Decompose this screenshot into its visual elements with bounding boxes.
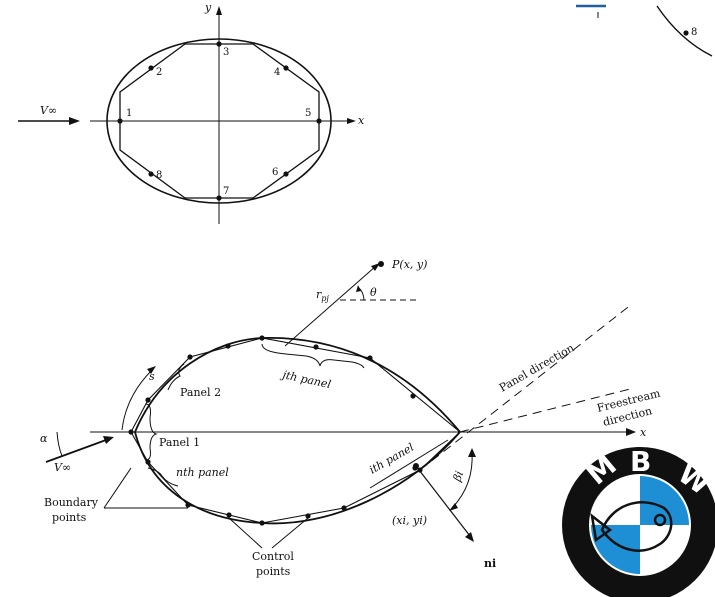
bottom-figure: x P(x, y) rpj θ jth panel bbox=[40, 258, 662, 578]
boundary-point bbox=[367, 355, 373, 361]
boundary-label-1: Boundary bbox=[44, 496, 99, 509]
panel-1-brace bbox=[145, 403, 158, 461]
control-point-6 bbox=[283, 171, 289, 177]
point-label-2: 2 bbox=[156, 67, 162, 78]
boundary-point bbox=[128, 429, 134, 435]
ith-panel-label: ith panel bbox=[367, 440, 417, 476]
point-label-6: 6 bbox=[272, 167, 278, 178]
control-point bbox=[225, 343, 231, 349]
boundary-point bbox=[259, 520, 265, 526]
fragment-point bbox=[683, 30, 689, 36]
control-point bbox=[410, 393, 416, 399]
panel-direction-label: Panel direction bbox=[497, 341, 576, 394]
cropped-fragment: 8 bbox=[576, 4, 713, 57]
point-label-5: 5 bbox=[305, 108, 311, 119]
alpha-arc bbox=[56, 431, 63, 457]
panel-polygon bbox=[130, 337, 461, 524]
point-label-1: 1 bbox=[126, 108, 132, 119]
logo-blue-quadrant bbox=[640, 476, 689, 525]
panel-2-brace bbox=[167, 363, 185, 391]
top-freestream-label: V∞ bbox=[40, 104, 57, 117]
alpha-label: α bbox=[40, 432, 48, 445]
top-x-arrowhead bbox=[347, 118, 356, 124]
normal-arrowhead bbox=[465, 532, 474, 542]
octagon-panels bbox=[119, 43, 320, 199]
logo-letter-b: B bbox=[630, 445, 651, 478]
control-point bbox=[313, 344, 319, 350]
point-label-8: 8 bbox=[156, 170, 162, 181]
point-p bbox=[378, 261, 384, 267]
control-leader bbox=[228, 517, 263, 549]
control-leader bbox=[271, 517, 309, 549]
beta-arrowhead-bottom bbox=[449, 503, 458, 511]
beta-arrowhead-top bbox=[468, 448, 476, 457]
logo-blue-quadrant bbox=[591, 525, 640, 574]
boundary-point bbox=[145, 459, 151, 465]
jth-panel-brace bbox=[261, 343, 365, 369]
mbw-logo: M B W bbox=[562, 445, 715, 597]
bottom-freestream-label: V∞ bbox=[54, 461, 71, 474]
r-pj-arrowhead bbox=[371, 263, 380, 271]
panel-1-label: Panel 1 bbox=[159, 436, 200, 449]
point-p-label: P(x, y) bbox=[391, 258, 427, 271]
jth-panel-label: jth panel bbox=[278, 368, 332, 392]
control-point-7 bbox=[216, 195, 222, 201]
theta-arrowhead bbox=[356, 285, 361, 292]
bottom-x-label: x bbox=[640, 426, 647, 439]
nth-panel-brace bbox=[147, 467, 179, 487]
nth-panel-label: nth panel bbox=[176, 466, 229, 479]
control-point-4 bbox=[283, 65, 289, 71]
s-arrow bbox=[121, 369, 153, 431]
theta-label: θ bbox=[370, 286, 377, 299]
xi-yi-label: (xi, yi) bbox=[392, 514, 427, 527]
bottom-freestream-arrowhead bbox=[103, 436, 114, 444]
point-label-7: 7 bbox=[223, 186, 229, 197]
bottom-x-arrowhead bbox=[626, 428, 636, 436]
normal-vector bbox=[415, 465, 471, 537]
control-point bbox=[305, 513, 311, 519]
boundary-label-2: points bbox=[52, 511, 87, 524]
point-label-4: 4 bbox=[274, 67, 280, 78]
top-x-label: x bbox=[358, 114, 365, 127]
control-point bbox=[226, 512, 232, 518]
panel-2-label: Panel 2 bbox=[180, 386, 221, 399]
beta-label: βi bbox=[450, 469, 466, 484]
control-label-1: Control bbox=[252, 550, 294, 563]
top-freestream-arrowhead bbox=[69, 117, 80, 125]
control-point-2 bbox=[148, 65, 154, 71]
point-label-3: 3 bbox=[223, 47, 229, 58]
control-point-8 bbox=[148, 171, 154, 177]
top-y-label: y bbox=[204, 1, 212, 14]
fragment-arc bbox=[656, 5, 713, 57]
control-point-1 bbox=[117, 118, 123, 124]
body-curve bbox=[134, 337, 462, 525]
boundary-point bbox=[145, 397, 151, 403]
fragment-point-label: 8 bbox=[691, 27, 697, 38]
boundary-point bbox=[185, 502, 191, 508]
logo-fish-icon bbox=[590, 501, 673, 552]
panel-direction-line bbox=[419, 303, 633, 471]
normal-label: ni bbox=[484, 557, 496, 570]
boundary-leader bbox=[103, 467, 132, 509]
boundary-point bbox=[341, 505, 347, 511]
boundary-point bbox=[259, 335, 265, 341]
control-label-2: points bbox=[256, 565, 291, 578]
bottom-freestream-arrow bbox=[45, 439, 107, 463]
boundary-point bbox=[187, 354, 193, 360]
ith-panel-underline bbox=[369, 439, 449, 489]
top-figure: x y V∞ 1 2 3 4 5 6 7 8 bbox=[18, 1, 365, 224]
s-label: s bbox=[149, 370, 155, 383]
s-arrowhead bbox=[147, 366, 156, 374]
top-y-arrowhead bbox=[216, 6, 222, 15]
control-point-3 bbox=[216, 41, 222, 47]
r-pj-line bbox=[284, 265, 377, 347]
control-point-5 bbox=[316, 118, 322, 124]
r-pj-label: rpj bbox=[316, 288, 329, 303]
